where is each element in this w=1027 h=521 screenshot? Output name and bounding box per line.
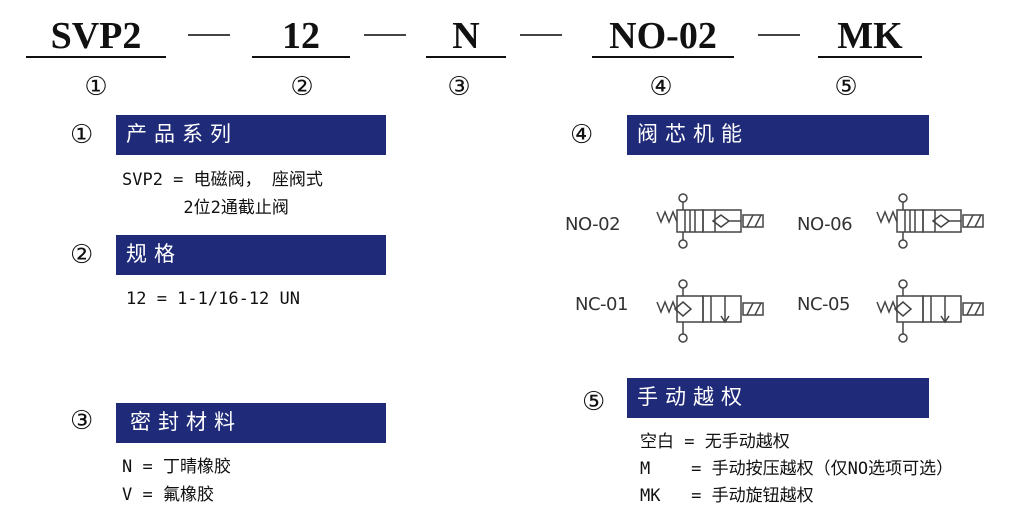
valve-symbol-no-02 xyxy=(656,193,764,249)
seal-line-1: N = 丁晴橡胶 xyxy=(122,457,231,477)
section-seal-title: 密封材料 xyxy=(116,403,386,443)
separator-dash xyxy=(520,34,562,36)
series-line-1: SVP2 = 电磁阀， 座阀式 xyxy=(122,170,323,190)
model-code-seal: N xyxy=(426,14,506,58)
series-line-2: 2位2通截止阀 xyxy=(122,198,289,218)
separator-dash xyxy=(758,34,800,36)
section-override-title: 手动越权 xyxy=(627,378,929,418)
model-code-override: MK xyxy=(818,14,922,58)
section-seal-number: ③ xyxy=(70,406,94,436)
model-code-size: 12 xyxy=(252,14,350,58)
section-spool-number: ④ xyxy=(570,120,594,150)
spool-option-label: NC-05 xyxy=(797,294,850,315)
spool-option-label: NO-06 xyxy=(797,214,853,235)
override-line-1: 空白 = 无手动越权 xyxy=(640,432,790,452)
section-series-number: ① xyxy=(70,120,94,150)
section-size-number: ② xyxy=(70,240,94,270)
part-number-3: ③ xyxy=(447,72,471,102)
section-size-title: 规格 xyxy=(116,235,386,275)
section-spool-title: 阀芯机能 xyxy=(627,115,929,155)
part-number-4: ④ xyxy=(649,72,673,102)
part-number-2: ② xyxy=(290,72,314,102)
valve-symbol-nc-01 xyxy=(656,279,764,343)
override-line-2: M = 手动按压越权（仅NO选项可选） xyxy=(640,459,954,479)
section-series-title: 产品系列 xyxy=(116,115,386,155)
separator-dash xyxy=(188,34,230,36)
part-number-1: ① xyxy=(84,72,108,102)
size-line-1: 12 = 1-1/16-12 UN xyxy=(126,289,300,309)
separator-dash xyxy=(364,34,406,36)
section-override-number: ⑤ xyxy=(582,387,606,417)
valve-symbol-nc-05 xyxy=(876,279,984,343)
model-code-series: SVP2 xyxy=(26,14,166,58)
part-number-5: ⑤ xyxy=(834,72,858,102)
seal-line-2: V = 氟橡胶 xyxy=(122,485,214,505)
spool-option-label: NO-02 xyxy=(565,214,621,235)
spool-option-label: NC-01 xyxy=(575,294,628,315)
model-code-spool: NO-02 xyxy=(592,14,734,58)
override-line-3: MK = 手动旋钮越权 xyxy=(640,486,814,506)
valve-symbol-no-06 xyxy=(876,193,984,249)
